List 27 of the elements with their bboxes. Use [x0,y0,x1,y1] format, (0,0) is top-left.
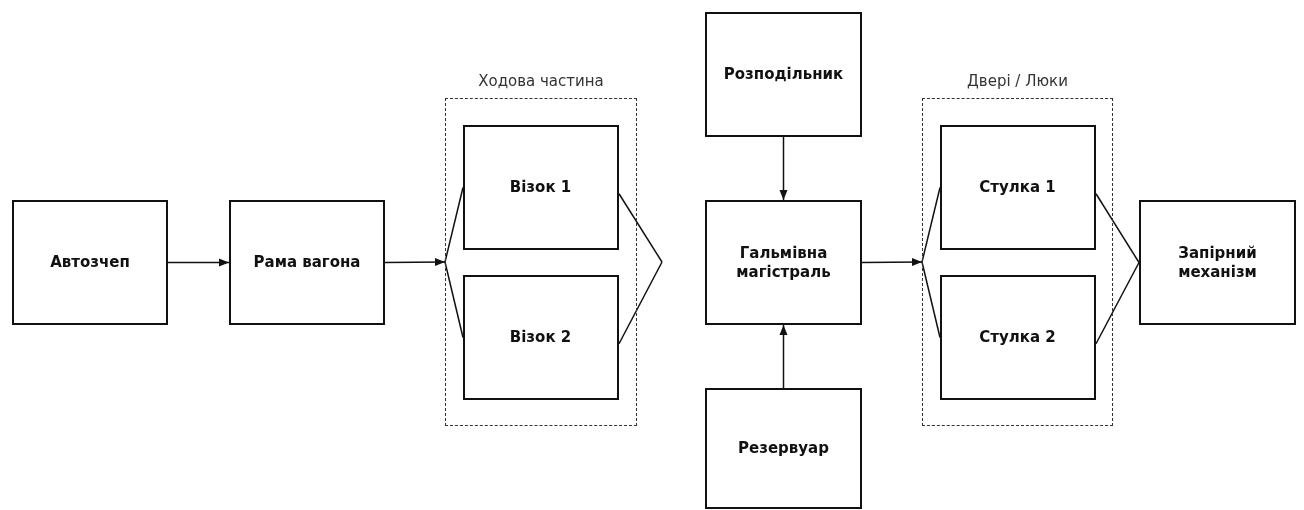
connector-arrow [167,258,230,267]
connector-arrow [384,258,446,267]
box-label: Візок 2 [509,327,572,347]
process-box [705,388,862,509]
connector-arrow [779,324,788,389]
process-box [939,274,1096,400]
connector-arrow [779,136,788,201]
process-box [12,200,168,325]
box-label: Запірний механізм [1177,243,1258,282]
box-label: Стулка 2 [979,327,1056,347]
process-box [705,200,862,325]
process-box [462,124,619,250]
box-label: Автозчеп [50,253,130,272]
process-box [939,124,1096,250]
process-box [462,274,619,400]
process-box [1139,200,1296,325]
process-box [229,200,385,325]
box-label: Рама вагона [253,253,361,272]
connector-arrow [861,258,923,267]
box-label: Візок 1 [509,177,572,197]
box-label: Розподільник [723,65,844,84]
box-label: Резервуар [738,439,829,458]
box-label: Гальмівна магістраль [735,243,832,282]
group-label: Двері / Люки [967,72,1068,90]
process-box [705,12,862,137]
group-label: Ходова частина [478,72,604,90]
box-label: Стулка 1 [979,177,1056,197]
